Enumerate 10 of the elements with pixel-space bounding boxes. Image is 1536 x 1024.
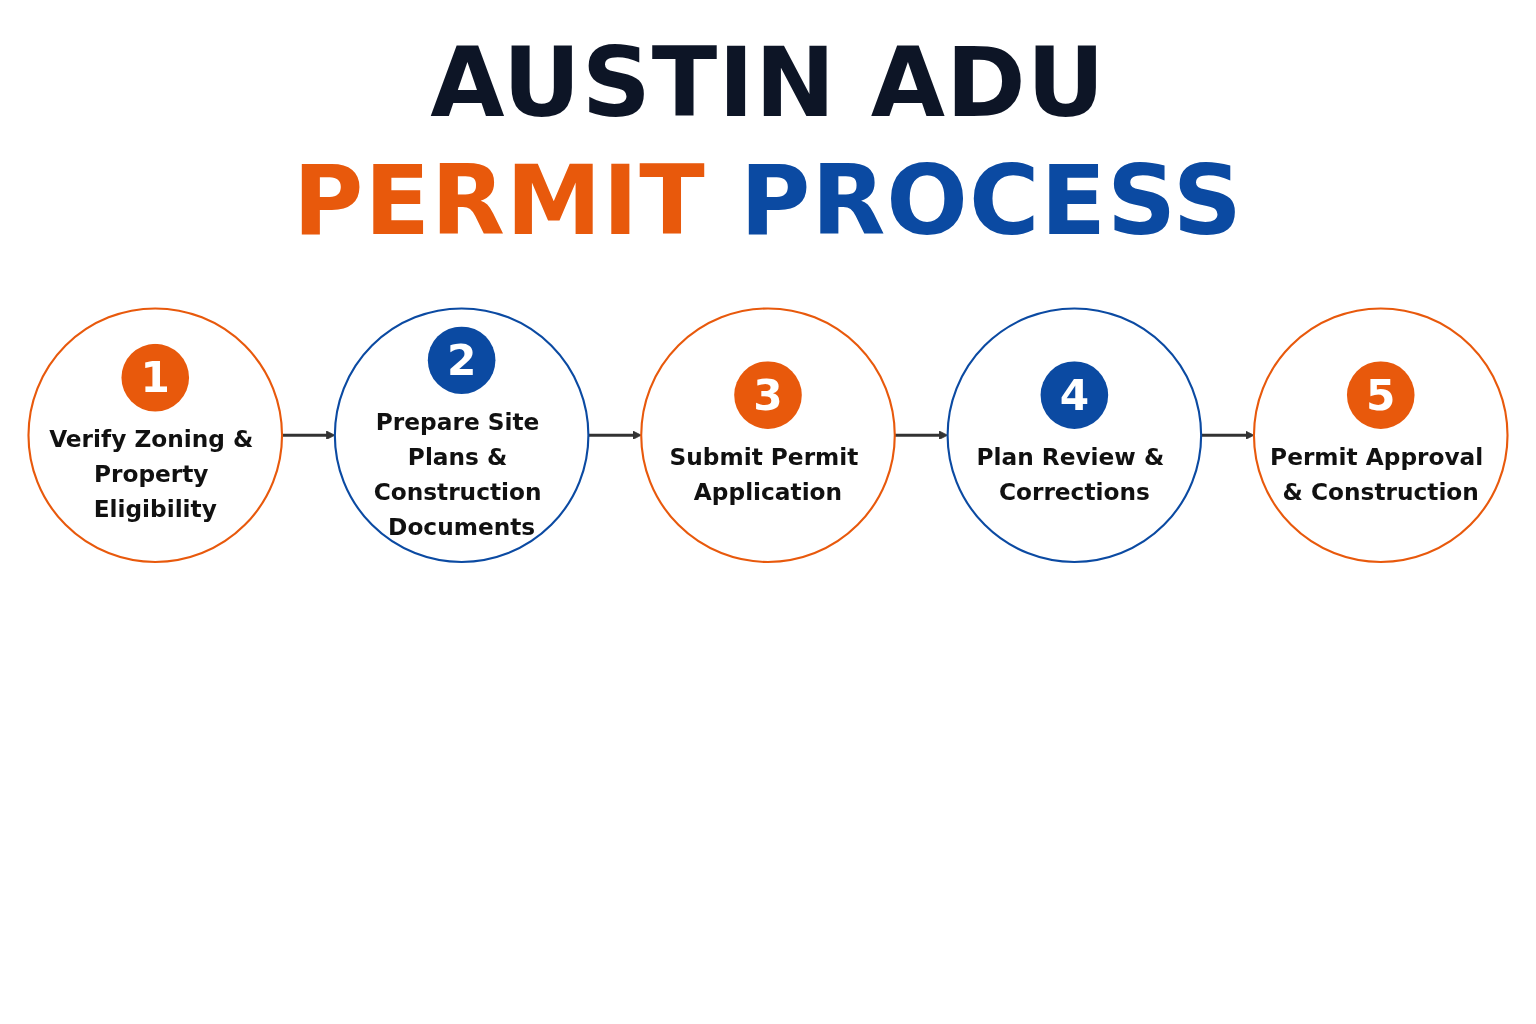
node-circle: 1 Verify Zoning & Property Eligibility	[27, 307, 284, 564]
node-circle: 4 Plan Review & Corrections	[946, 307, 1203, 564]
arrow	[894, 430, 948, 440]
arrow	[282, 430, 336, 440]
title: AUSTIN ADU PERMIT PROCESS	[292, 26, 1244, 259]
node-circle: 2 Prepare Site Plans & Construction Documents	[333, 307, 590, 564]
arrow	[1201, 430, 1255, 440]
arrow	[588, 430, 642, 440]
node-circle: 3 Submit Permit Application	[640, 307, 896, 564]
node-circle: 5 Permit Approval & Construction	[1252, 307, 1509, 564]
